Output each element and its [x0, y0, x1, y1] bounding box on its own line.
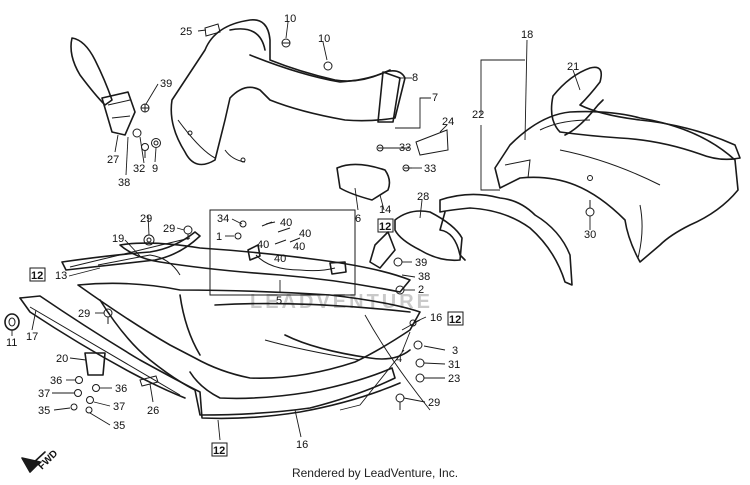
- callout-30: 30: [584, 229, 596, 241]
- callout-24: 24: [442, 116, 454, 128]
- boxed-callout-12: 12: [449, 314, 461, 326]
- boxed-callout-12: 12: [213, 445, 225, 457]
- footer-credit: Rendered by LeadVenture, Inc.: [291, 466, 459, 480]
- lower-fairing-part: [19, 242, 421, 420]
- callout-39: 39: [160, 78, 172, 90]
- callout-35: 35: [38, 405, 50, 417]
- leader-lines: [11, 21, 591, 441]
- trim-strip-part: [61, 231, 201, 271]
- callout-6: 6: [355, 213, 361, 225]
- fasteners: [4, 23, 595, 414]
- callout-20: 20: [56, 353, 68, 365]
- callout-27: 27: [107, 154, 119, 166]
- callout-22: 22: [472, 109, 484, 121]
- callout-37: 37: [113, 401, 125, 413]
- callout-9: 9: [152, 163, 158, 175]
- callout-13: 13: [55, 270, 67, 282]
- callout-40: 40: [274, 253, 286, 265]
- callout-26: 26: [147, 405, 159, 417]
- mirror-hardware: [132, 103, 161, 158]
- callout-10: 10: [284, 13, 296, 25]
- callout-28: 28: [417, 191, 429, 203]
- boxed-callouts: 12 12 12 12: [29, 218, 464, 457]
- callout-29: 29: [140, 213, 152, 225]
- callout-29: 29: [428, 397, 440, 409]
- callout-18: 18: [521, 29, 533, 41]
- callout-36: 36: [50, 375, 62, 387]
- callout-16: 16: [296, 439, 308, 451]
- callout-16: 16: [430, 312, 442, 324]
- callout-35: 35: [113, 420, 125, 432]
- callout-40: 40: [257, 239, 269, 251]
- callout-33: 33: [399, 142, 411, 154]
- callout-4: 4: [396, 353, 402, 365]
- boxed-callout-12: 12: [379, 221, 391, 233]
- callout-21: 21: [567, 61, 579, 73]
- callout-23: 23: [448, 373, 460, 385]
- callout-11: 11: [6, 337, 17, 349]
- watermark-text: LEADVENTURE: [250, 291, 433, 313]
- callout-19: 19: [112, 233, 124, 245]
- callout-7: 7: [432, 92, 438, 104]
- callout-36: 36: [115, 383, 127, 395]
- callout-38: 38: [118, 177, 130, 189]
- boxed-callout-12: 12: [31, 270, 43, 282]
- callout-32: 32: [133, 163, 145, 175]
- handlebar-cover-part: [494, 66, 741, 263]
- callout-34: 34: [217, 213, 229, 225]
- callout-labels: 25 10 10 8 7 39 27 32 9 38 24 33 33 18 2…: [6, 13, 596, 451]
- callout-14: 14: [379, 204, 391, 216]
- callout-10: 10: [318, 33, 330, 45]
- callout-40: 40: [299, 228, 311, 240]
- callout-3: 3: [452, 345, 458, 357]
- callout-38: 38: [418, 271, 430, 283]
- windscreen-part: [170, 19, 406, 166]
- callout-29: 29: [163, 223, 175, 235]
- callout-29: 29: [78, 308, 90, 320]
- callout-5: 5: [276, 295, 282, 307]
- callout-17: 17: [26, 331, 38, 343]
- mirror-bracket-part: [70, 37, 136, 136]
- callout-25: 25: [180, 26, 192, 38]
- callout-8: 8: [412, 72, 418, 84]
- callout-33: 33: [424, 163, 436, 175]
- callout-39: 39: [415, 257, 427, 269]
- callout-2: 2: [418, 284, 424, 296]
- callout-1: 1: [216, 231, 222, 243]
- callout-37: 37: [38, 388, 50, 400]
- callout-31: 31: [448, 359, 460, 371]
- fairing-side-part: [336, 129, 573, 286]
- callout-40: 40: [280, 217, 292, 229]
- callout-40: 40: [293, 241, 305, 253]
